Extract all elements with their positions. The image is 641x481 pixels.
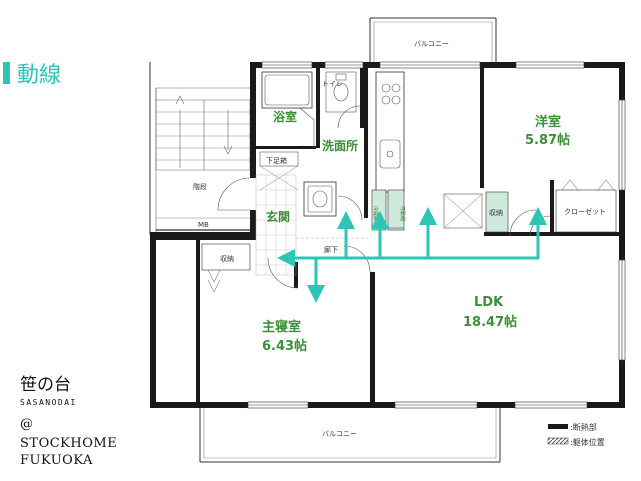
washroom-door: [337, 195, 363, 221]
fridge-label: 冷蔵庫: [372, 206, 379, 221]
bathroom-label: 浴室: [273, 109, 297, 124]
kitchen-counter: [375, 71, 405, 193]
legend-structure-swatch: [547, 437, 569, 445]
storage-right: [485, 191, 509, 233]
legend-structure-label: :躯体位置: [570, 437, 605, 447]
storage-left: [201, 243, 251, 271]
bath-door: [299, 107, 315, 148]
brand-romaji: SASANODAI: [20, 398, 77, 407]
mb-label: MB: [198, 221, 209, 229]
brand-company-2: FUKUOKA: [20, 453, 93, 468]
ldk-label: LDK: [474, 295, 504, 310]
legend-insulation-swatch: [548, 424, 568, 429]
legend: :断熱部 :躯体位置: [547, 422, 605, 447]
balcony-bottom-label: バルコニー: [322, 430, 357, 438]
western-room-label: 洋室: [535, 114, 561, 130]
windows: [247, 61, 626, 409]
entrance-tiles: [255, 174, 297, 276]
closet-label: クローゼット: [564, 207, 606, 216]
legend-insulation-label: :断熱部: [570, 422, 597, 432]
balcony-top: バルコニー: [369, 17, 497, 66]
title-accent-bar: [3, 62, 10, 84]
balcony-top-label: バルコニー: [414, 40, 449, 48]
brand-company-1: STOCKHOME: [20, 436, 117, 451]
toilet-fixture: [325, 71, 357, 113]
toilet-door: [337, 105, 361, 129]
western-room-size: 5.87帖: [525, 132, 570, 148]
closet: [555, 179, 617, 233]
entrance-label: 玄関: [266, 209, 290, 224]
stairs-label: 階段: [193, 182, 207, 191]
hallway-label: 廊下: [324, 245, 338, 254]
toilet-label: トイレ: [322, 80, 343, 88]
shoe-closet-label: 下足箱: [266, 156, 287, 165]
flow-arrows: [277, 207, 547, 303]
bathtub: [261, 71, 313, 109]
master-bedroom-label: 主寝室: [262, 319, 301, 335]
ldk-door: [343, 245, 371, 273]
storage-right-label: 収納: [489, 208, 503, 217]
brand-name: 笹の台: [20, 375, 71, 395]
brand-at: @: [20, 417, 34, 432]
master-bedroom-size: 6.43帖: [262, 338, 307, 354]
washroom-label: 洗面所: [322, 138, 358, 153]
shelf-label: 可動棚: [399, 206, 406, 221]
washing-machine: [303, 181, 337, 217]
stairwell: 階段 MB: [149, 62, 251, 235]
bedroom-door: [267, 257, 299, 289]
balcony-bottom: バルコニー: [199, 408, 501, 463]
storage-left-label: 収納: [220, 254, 234, 263]
brand-block: 笹の台 SASANODAI @ STOCKHOME FUKUOKA: [20, 375, 117, 468]
ldk-size: 18.47帖: [463, 314, 517, 330]
kitchen-island: [443, 193, 483, 229]
page-title: 動線: [17, 63, 61, 88]
shoe-closet: [259, 151, 299, 167]
